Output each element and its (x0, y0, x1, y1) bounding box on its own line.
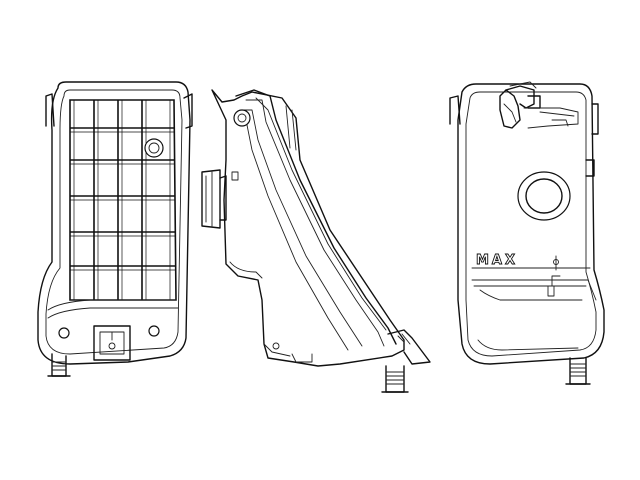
side-view-rail (235, 89, 397, 345)
front-view-outlet-pipe-icon (565, 357, 591, 385)
front-view-tab-left (449, 95, 461, 125)
rear-view-bolt-right-icon (148, 325, 160, 337)
rear-view-bolt-left-icon (58, 327, 70, 339)
front-view-tab-right (591, 103, 599, 135)
front-view-port-icon (517, 171, 571, 221)
front-view-cap-icon (499, 81, 541, 129)
front-view-outline (457, 83, 605, 365)
side-view-flange (387, 329, 431, 365)
rear-view-tab-left (45, 93, 55, 127)
rear-view-inner-rim (45, 89, 183, 355)
side-view-outline (211, 89, 405, 367)
rear-view-horizontal-ribs (70, 127, 176, 271)
rear-view-tab-right (183, 93, 193, 129)
front-view-inner-rim (465, 91, 597, 357)
side-view-inlet-port-icon (201, 169, 227, 229)
rear-view-outlet-pipe-icon (47, 353, 71, 377)
rear-view-bracket (93, 325, 131, 361)
side-view-outlet-pipe-icon (381, 365, 409, 393)
front-view-max-label: MAX (476, 253, 518, 268)
side-view-bolt-icon (233, 109, 251, 127)
rear-view-port-icon (144, 138, 164, 158)
front-view: MAX (449, 81, 605, 385)
side-view (201, 89, 431, 393)
rear-view (37, 81, 193, 377)
rear-view-outline (37, 81, 191, 365)
